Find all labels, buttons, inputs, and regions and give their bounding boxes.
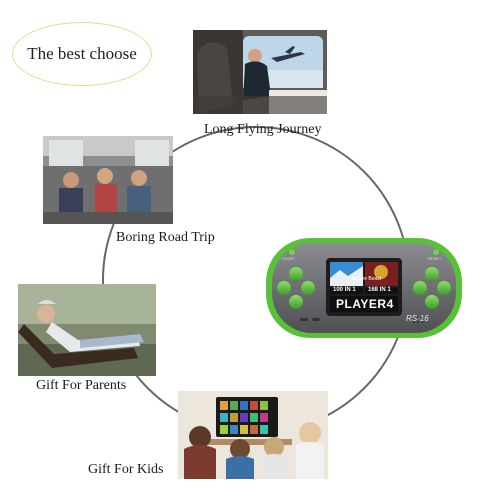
- parents-photo: [18, 284, 156, 376]
- device-model: RS-16: [406, 314, 429, 323]
- caption-parents: Gift For Parents: [36, 378, 127, 393]
- start-label: START: [282, 256, 295, 261]
- screen-right-text: 168 IN 1: [368, 287, 391, 293]
- badge-text: The best choose: [27, 44, 137, 63]
- kids-photo: [178, 391, 328, 479]
- caption-flying: Long Flying Journey: [204, 122, 322, 137]
- caption-road: Boring Road Trip: [116, 230, 215, 245]
- screen-left-text: 100 IN 1: [333, 287, 356, 293]
- best-choose-badge: The best choose: [12, 22, 152, 86]
- handheld-game-console: Nature Beast 100 IN 1 168 IN 1 PLAYER4 R…: [264, 234, 464, 342]
- reset-label: RESET: [428, 256, 442, 261]
- device-brand: PLAYER4: [336, 297, 394, 311]
- flying-journey-photo: [193, 30, 327, 114]
- road-trip-photo: [43, 136, 173, 224]
- screen-right-title: Nature Beast: [352, 276, 382, 282]
- caption-kids: Gift For Kids: [88, 462, 164, 477]
